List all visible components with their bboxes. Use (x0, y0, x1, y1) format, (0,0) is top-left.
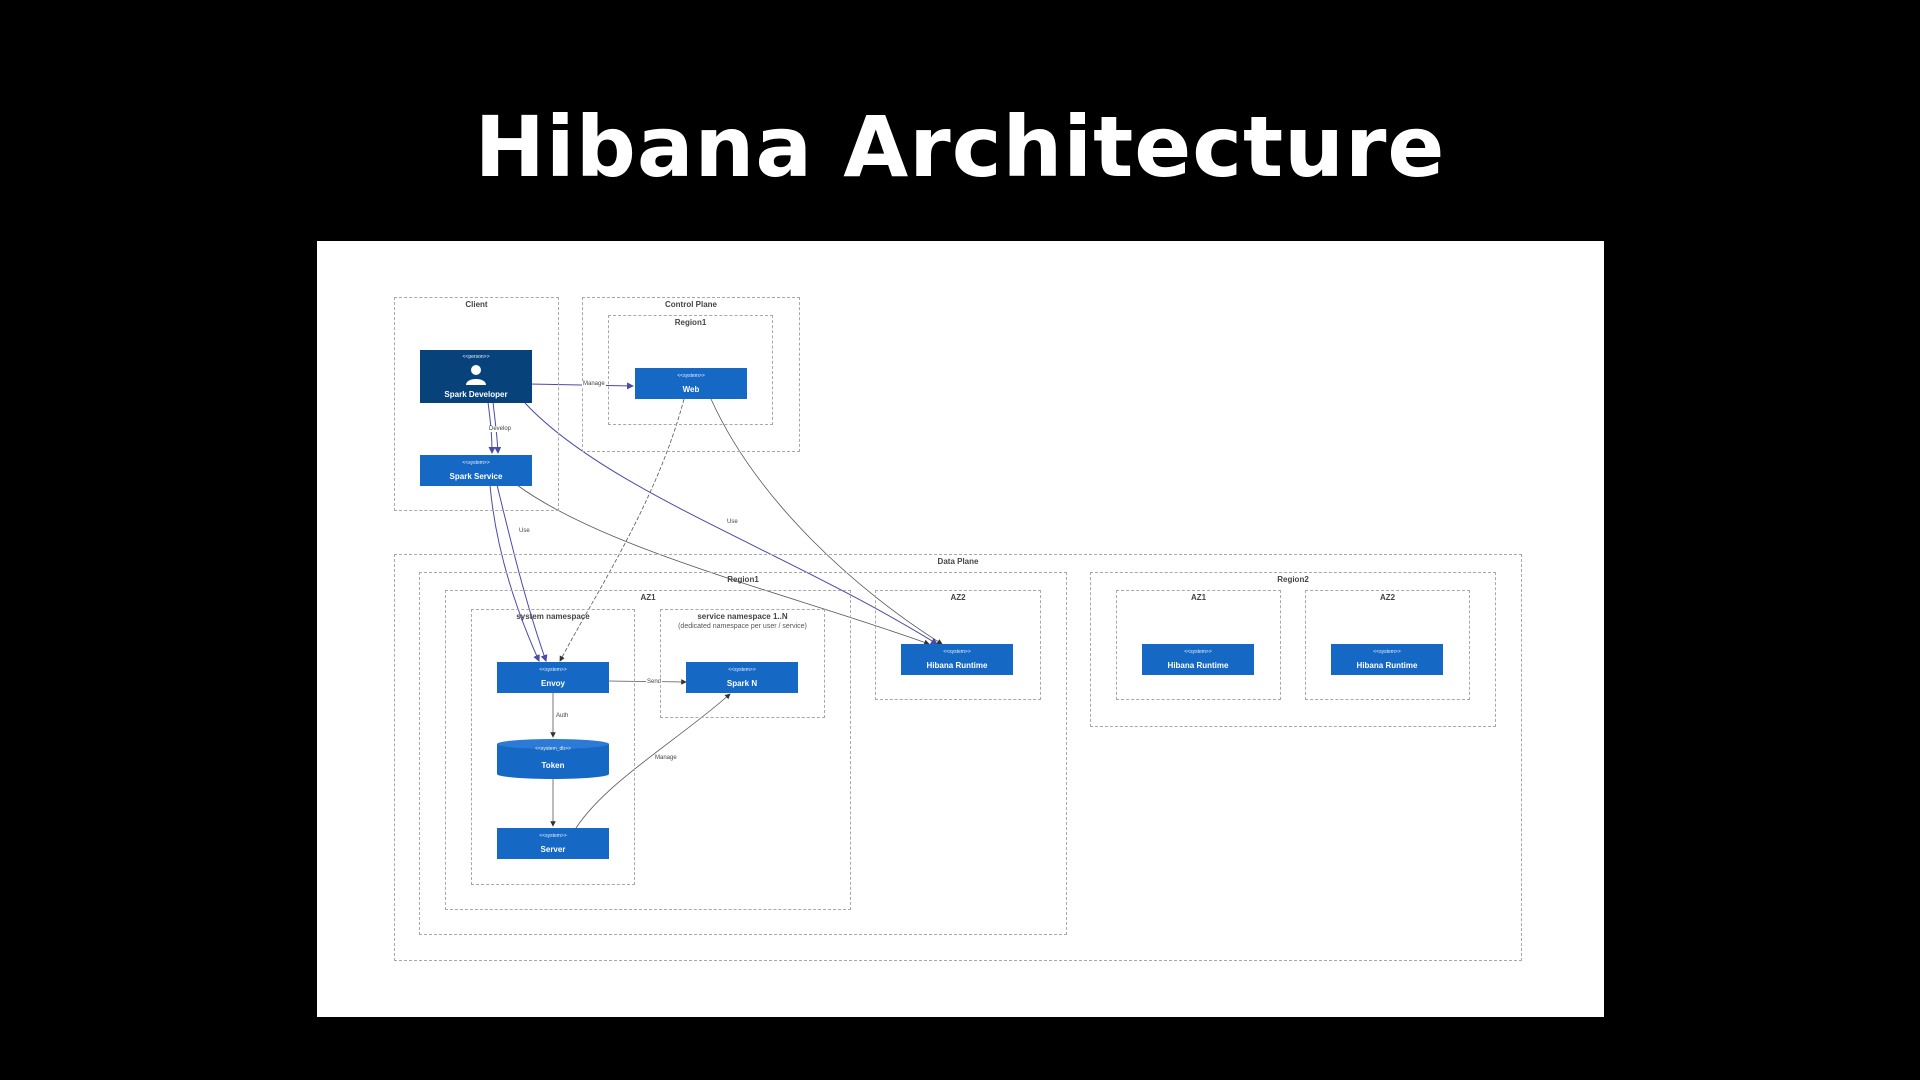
runtime-region2-az2-stereotype: <<system>> (1373, 649, 1401, 655)
service-namespace-sublabel: (dedicated namespace per user / service) (678, 623, 807, 630)
service-namespace-boundary: service namespace 1..N (dedicated namesp… (660, 609, 825, 718)
dp-region2-az2-label: AZ2 (1379, 593, 1396, 602)
edge-label-use-left: Use (518, 528, 531, 534)
web-name: Web (682, 385, 700, 394)
spark-developer-name: Spark Developer (444, 390, 508, 399)
database-icon (497, 739, 609, 779)
runtime-region2-az1-name: Hibana Runtime (1167, 661, 1229, 670)
edge-developer-service-1 (487, 401, 496, 454)
service-namespace-label: service namespace 1..N (697, 612, 788, 621)
dp-region1-az1-boundary: AZ1 (445, 590, 851, 910)
person-icon (466, 365, 486, 385)
edge-service-envoy-1 (489, 484, 540, 662)
edge-web-envoy (559, 398, 685, 662)
spark-service-name: Spark Service (449, 472, 503, 481)
edge-label-use-right: Use (726, 519, 739, 525)
spark-service-stereotype: <<system>> (462, 460, 490, 466)
system-namespace-label: system namespace (516, 612, 590, 621)
dp-region1-boundary: Region1 (419, 572, 1067, 935)
client-boundary: Client (394, 297, 559, 511)
envoy-stereotype: <<system>> (539, 667, 567, 673)
slide-title: Hibana Architecture (474, 98, 1446, 196)
server-name: Server (540, 845, 566, 854)
spark-developer-node[interactable]: <<person>> Spark Developer (420, 350, 532, 403)
edge-developer-web (528, 382, 634, 390)
runtime-region1-az2-stereotype: <<system>> (943, 649, 971, 655)
cp-region1-label: Region1 (674, 318, 707, 327)
dp-region1-az1-label: AZ1 (640, 593, 656, 602)
token-stereotype: <<system_db>> (535, 746, 571, 752)
edge-service-envoy-2 (496, 484, 548, 662)
edge-label-auth: Auth (555, 713, 570, 719)
edge-label-manage-spark: Manage (654, 755, 678, 761)
edge-developer-runtime (524, 402, 938, 645)
edge-server-sparkn (575, 693, 731, 829)
dp-region1-az2-boundary: AZ2 (875, 590, 1041, 700)
token-node[interactable]: <<system_db>> Token (497, 739, 609, 779)
token-name: Token (541, 761, 565, 770)
edge-label-manage-web: Manage (582, 381, 606, 387)
spark-service-node[interactable]: <<system>> Spark Service (420, 455, 532, 486)
envoy-name: Envoy (540, 679, 565, 688)
dp-region2-boundary: Region2 (1090, 572, 1496, 727)
spark-n-stereotype: <<system>> (728, 667, 756, 673)
dp-region1-label: Region1 (727, 575, 759, 584)
dp-region1-az2-label: AZ2 (950, 593, 966, 602)
cp-region1-boundary: Region1 (608, 315, 773, 425)
server-node[interactable]: <<system>> Server (497, 828, 609, 859)
spark-n-name: Spark N (726, 679, 758, 688)
edge-label-send: Send (646, 679, 663, 685)
envoy-node[interactable]: <<system>> Envoy (497, 662, 609, 693)
system-namespace-boundary: system namespace (471, 609, 635, 885)
web-stereotype: <<system>> (677, 373, 705, 379)
web-node[interactable]: <<system>> Web (635, 368, 747, 399)
diagram-canvas: Client Control Plane Region1 Data Plane … (317, 241, 1604, 1017)
runtime-region2-az1-node[interactable]: <<system>> Hibana Runtime (1142, 644, 1254, 675)
edge-web-runtime (710, 398, 943, 645)
runtime-region2-az2-node[interactable]: <<system>> Hibana Runtime (1331, 644, 1443, 675)
control-plane-label: Control Plane (664, 300, 717, 309)
runtime-region2-az1-stereotype: <<system>> (1184, 649, 1212, 655)
runtime-region1-az2-name: Hibana Runtime (926, 661, 988, 670)
dp-region2-az1-boundary: AZ1 (1116, 590, 1281, 700)
edge-label-develop: Develop (488, 426, 513, 432)
runtime-region1-az2-node[interactable]: <<system>> Hibana Runtime (901, 644, 1013, 675)
client-label: Client (465, 300, 488, 309)
data-plane-label: Data Plane (937, 557, 979, 566)
data-plane-boundary: Data Plane (394, 554, 1522, 961)
dp-region2-az2-boundary: AZ2 (1305, 590, 1470, 700)
runtime-region2-az2-name: Hibana Runtime (1356, 661, 1418, 670)
server-stereotype: <<system>> (539, 833, 567, 839)
dp-region2-az1-label: AZ1 (1190, 593, 1207, 602)
spark-developer-stereotype: <<person>> (462, 354, 490, 360)
control-plane-boundary: Control Plane (582, 297, 800, 452)
dp-region2-label: Region2 (1277, 575, 1309, 584)
spark-n-node[interactable]: <<system>> Spark N (686, 662, 798, 693)
